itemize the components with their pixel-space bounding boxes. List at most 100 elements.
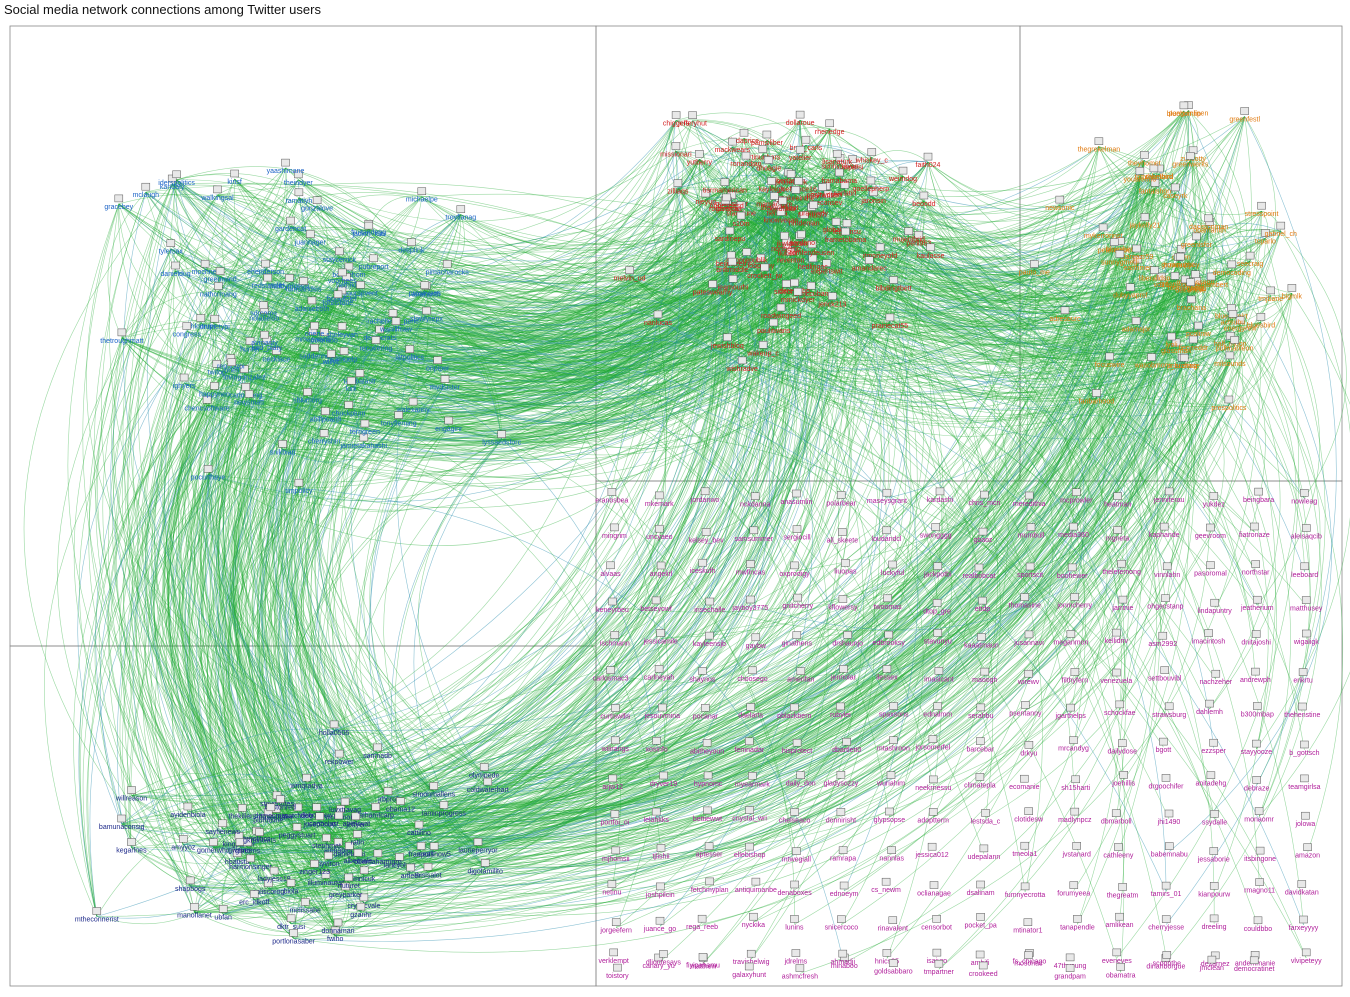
edge (226, 326, 397, 814)
edge (161, 194, 315, 870)
graph-node: eveneyes (1102, 948, 1132, 965)
node-avatar (1256, 313, 1266, 321)
node-avatar (842, 219, 852, 228)
edge (303, 290, 426, 859)
node-label: erc_idkoff (239, 900, 269, 907)
graph-node: babemnabu (1151, 842, 1188, 859)
edge (259, 438, 379, 860)
edge (145, 323, 269, 889)
node-avatar (653, 310, 663, 319)
node-avatar (117, 328, 127, 337)
edge (99, 358, 332, 825)
node-label: cherryshin (308, 439, 340, 446)
node-avatar (659, 771, 668, 780)
node-avatar (1255, 846, 1265, 855)
node-label: glypsopse (874, 817, 906, 824)
edge (289, 283, 743, 390)
node-label: adanielroth (295, 306, 330, 313)
node-avatar (610, 523, 619, 532)
edge (277, 331, 343, 815)
node-avatar (299, 277, 308, 285)
node-avatar (1118, 883, 1127, 891)
node-label: kaaatmaun (964, 643, 999, 650)
node-label: jorsomerfel (915, 745, 951, 752)
node-avatar (1116, 963, 1125, 971)
node-avatar (244, 390, 254, 398)
edge (153, 405, 339, 929)
node-label: gkmintwits (243, 838, 276, 845)
edge (501, 188, 679, 440)
edge (214, 350, 764, 460)
graph-node: pasoromal (1194, 561, 1227, 578)
edge (202, 196, 422, 908)
edge (145, 154, 763, 296)
node-avatar (737, 356, 747, 365)
node-avatar (887, 846, 896, 854)
node-avatar (1111, 809, 1121, 817)
node-avatar (166, 239, 176, 247)
edge (207, 474, 434, 792)
node-label: loudandcl (872, 536, 902, 543)
node-label: wirewv (1017, 679, 1040, 686)
node-label: blbdingtbett (875, 286, 911, 293)
node-label: kayleigh (759, 187, 785, 194)
node-avatar (1055, 195, 1065, 204)
edge (299, 318, 394, 913)
edge (142, 334, 380, 913)
edge (289, 210, 742, 351)
graph-node: ashmcfresh (782, 964, 818, 981)
graph-node: jdrelms (784, 949, 808, 966)
node-avatar (825, 119, 834, 128)
node-label: democratinet (1234, 966, 1275, 973)
edge (368, 384, 446, 852)
node-avatar (339, 347, 349, 355)
node-avatar (1118, 595, 1128, 604)
edge (317, 438, 479, 848)
edge (169, 353, 315, 848)
node-avatar (338, 268, 347, 277)
edge (426, 272, 765, 373)
node-label: galaxyhunt (732, 972, 766, 979)
edge (398, 289, 787, 435)
edge (210, 179, 400, 863)
node-avatar (1251, 630, 1261, 638)
node-avatar (790, 808, 799, 816)
graph-node: thegreatm (1107, 883, 1139, 899)
edge (197, 283, 339, 929)
node-avatar (656, 844, 666, 852)
node-avatar (935, 487, 945, 496)
edge (163, 179, 346, 893)
edge (204, 310, 281, 805)
node-label: media360 (1058, 532, 1089, 539)
node-label: oboeseesd (710, 203, 744, 210)
node-avatar (1020, 593, 1029, 601)
node-label: sayfienews (205, 829, 240, 836)
node-label: samsummer (735, 536, 774, 543)
node-label: nannlas (879, 856, 904, 863)
graph-node: verklempt (599, 948, 629, 965)
edge (309, 299, 485, 773)
edge (176, 179, 798, 344)
edge (122, 183, 315, 870)
edge (305, 356, 389, 797)
edge (145, 382, 327, 881)
node-avatar (1192, 232, 1201, 241)
node-avatar (355, 369, 365, 377)
edge (170, 210, 814, 343)
node-avatar (974, 563, 984, 572)
node-avatar (762, 130, 772, 139)
edge (447, 177, 789, 307)
node-avatar (610, 631, 620, 639)
edge (339, 326, 435, 852)
node-label: mgneta (1106, 536, 1129, 543)
node-label: tylersax (159, 249, 184, 256)
node-label: ighyers (173, 383, 196, 390)
node-label: juance_go (643, 926, 676, 933)
edge (249, 202, 727, 360)
node-avatar (1112, 668, 1121, 677)
edge (409, 177, 789, 358)
node-avatar (300, 898, 310, 906)
edge (172, 268, 362, 913)
node-label: greenfestl (1229, 117, 1260, 124)
edge (342, 198, 707, 350)
